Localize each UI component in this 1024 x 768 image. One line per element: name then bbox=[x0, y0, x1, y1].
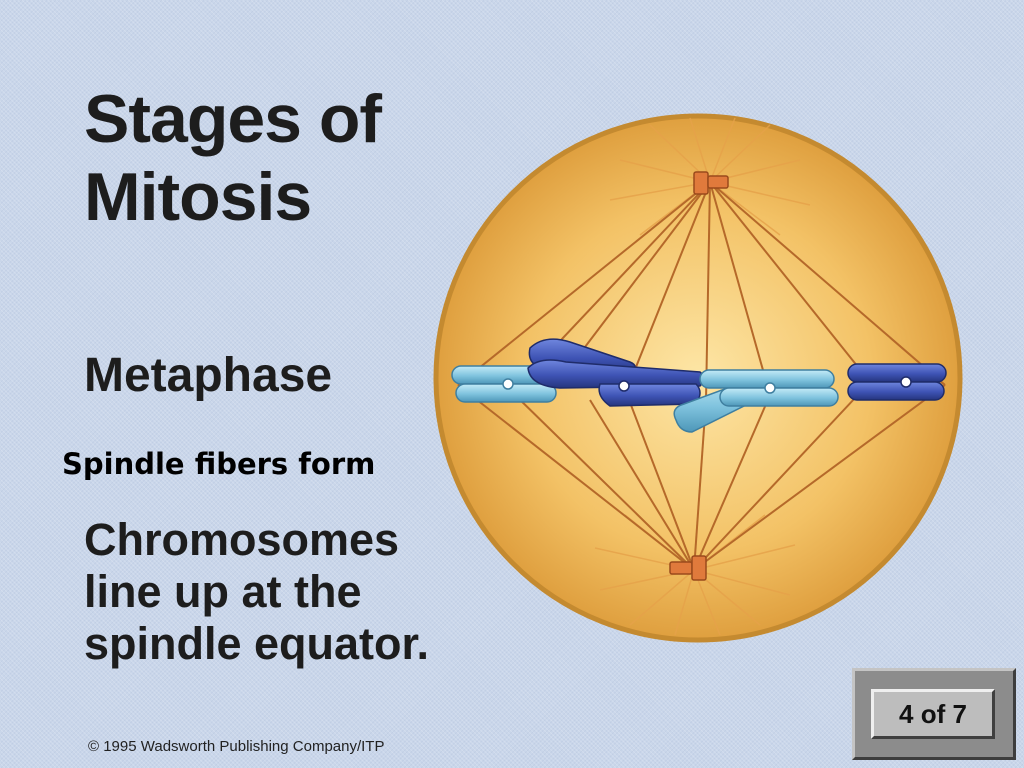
slide-counter-button[interactable]: 4 of 7 bbox=[871, 689, 995, 739]
chromosome-light-center bbox=[673, 369, 839, 433]
chromosome-dark-right bbox=[847, 363, 947, 401]
copyright-notice: © 1995 Wadsworth Publishing Company/ITP bbox=[88, 738, 385, 755]
title-line-1: Stages of bbox=[84, 81, 382, 157]
phase-heading: Metaphase bbox=[84, 349, 333, 402]
spindle-note: Spindle fibers form bbox=[62, 447, 376, 481]
chromosome-dark-center bbox=[527, 338, 705, 407]
slide-pager: 4 of 7 bbox=[852, 668, 1016, 760]
aster-rays-bottom bbox=[594, 514, 796, 636]
description-line-3: spindle equator. bbox=[84, 618, 430, 669]
chromosome-light-left bbox=[451, 365, 557, 403]
title-line-2: Mitosis bbox=[84, 159, 312, 235]
description-line-1: Chromosomes bbox=[84, 514, 400, 565]
phase-description: Chromosomes line up at the spindle equat… bbox=[84, 514, 429, 670]
slide-title: Stages of Mitosis bbox=[84, 80, 382, 236]
description-line-2: line up at the bbox=[84, 566, 362, 617]
centriole-bottom bbox=[669, 555, 707, 581]
centriole-top bbox=[693, 171, 729, 195]
